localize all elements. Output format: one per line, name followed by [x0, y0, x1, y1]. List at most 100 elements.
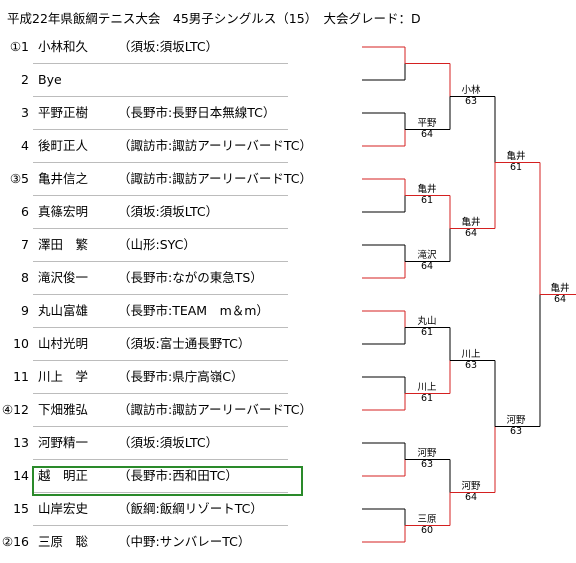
player-name: 澤田 繁 — [38, 237, 89, 252]
winner-name: 三原 — [417, 513, 437, 525]
player-club: （長野市:ながの東急TS） — [118, 270, 263, 285]
player-seed-number: 3 — [21, 105, 29, 120]
row-separator — [33, 492, 288, 493]
player-seed-number: 13 — [13, 435, 29, 450]
player-name: 三原 聡 — [38, 534, 89, 549]
row-separator — [33, 327, 288, 328]
player-club: （須坂:富士通長野TC） — [118, 336, 251, 351]
winner-name: 亀井 — [506, 150, 526, 162]
player-seed-number: ④12 — [1, 402, 29, 417]
match-score: 63 — [420, 458, 434, 470]
player-name: 小林和久 — [38, 39, 89, 54]
match-score: 61 — [420, 326, 434, 338]
row-separator — [33, 393, 288, 394]
winner-name: 亀井 — [461, 216, 481, 228]
row-separator — [33, 129, 288, 130]
row-separator — [33, 63, 288, 64]
winner-name: 平野 — [417, 117, 437, 129]
player-name: 平野正樹 — [38, 105, 89, 120]
winner-name: 小林 — [461, 84, 481, 96]
winner-name: 滝沢 — [417, 249, 437, 261]
match-score: 64 — [464, 491, 478, 503]
match-score: 61 — [509, 161, 523, 173]
final-score: 64 — [553, 293, 567, 305]
player-seed-number: ①1 — [9, 39, 29, 54]
champion-name: 亀井 — [550, 282, 570, 294]
player-club: （長野市:TEAM m＆m） — [118, 303, 269, 318]
player-seed-number: 6 — [21, 204, 29, 219]
match-score: 63 — [509, 425, 523, 437]
player-name: Bye — [38, 72, 62, 87]
row-separator — [33, 228, 288, 229]
winner-name: 川上 — [461, 348, 481, 360]
player-club: （長野市:長野日本無線TC） — [118, 105, 276, 120]
player-seed-number: 14 — [13, 468, 29, 483]
winner-name: 河野 — [461, 480, 481, 492]
winner-name: 丸山 — [417, 315, 437, 327]
player-club: （諏訪市:諏訪アーリーバードTC） — [118, 138, 312, 153]
player-club: （中野:サンバレーTC） — [118, 534, 251, 549]
player-club: （長野市:県庁高嶺C） — [118, 369, 244, 384]
match-score: 64 — [420, 128, 434, 140]
winner-name: 河野 — [506, 414, 526, 426]
player-seed-number: 9 — [21, 303, 29, 318]
player-name: 山岸宏史 — [38, 501, 89, 516]
player-seed-number: 11 — [13, 369, 29, 384]
player-name: 川上 学 — [38, 369, 89, 384]
row-separator — [33, 459, 288, 460]
player-seed-number: 10 — [13, 336, 29, 351]
player-club: （飯綱:飯綱リゾートTC） — [118, 501, 263, 516]
row-separator — [33, 96, 288, 97]
highlighted-player-box — [32, 466, 303, 496]
player-club: （山形:SYC） — [118, 237, 196, 252]
row-separator — [33, 162, 288, 163]
player-name: 後町正人 — [38, 138, 89, 153]
winner-name: 河野 — [417, 447, 437, 459]
player-name: 河野精一 — [38, 435, 89, 450]
player-seed-number: 15 — [13, 501, 29, 516]
player-seed-number: 4 — [21, 138, 29, 153]
player-name: 亀井信之 — [38, 171, 89, 186]
player-seed-number: ②16 — [1, 534, 29, 549]
player-name: 下畑雅弘 — [38, 402, 89, 417]
player-club: （諏訪市:諏訪アーリーバードTC） — [118, 402, 312, 417]
player-club: （須坂:須坂LTC） — [118, 435, 219, 450]
player-name: 山村光明 — [38, 336, 89, 351]
player-seed-number: 2 — [21, 72, 29, 87]
winner-name: 亀井 — [417, 183, 437, 195]
player-club: （諏訪市:諏訪アーリーバードTC） — [118, 171, 312, 186]
page-title: 平成22年県飯綱テニス大会 45男子シングルス（15） 大会グレード：D — [7, 11, 421, 26]
player-club: （須坂:須坂LTC） — [118, 39, 219, 54]
player-name: 越 明正 — [38, 468, 89, 483]
player-seed-number: ③5 — [9, 171, 29, 186]
player-name: 真篠宏明 — [38, 204, 89, 219]
player-club: （長野市:西和田TC） — [118, 468, 238, 483]
row-separator — [33, 261, 288, 262]
row-separator — [33, 195, 288, 196]
match-score: 64 — [420, 260, 434, 272]
match-score: 64 — [464, 227, 478, 239]
row-separator — [33, 525, 288, 526]
row-separator — [33, 360, 288, 361]
player-club: （須坂:須坂LTC） — [118, 204, 219, 219]
match-score: 63 — [464, 359, 478, 371]
player-seed-number: 7 — [21, 237, 29, 252]
match-score: 61 — [420, 194, 434, 206]
match-score: 61 — [420, 392, 434, 404]
player-name: 滝沢俊一 — [38, 270, 89, 285]
winner-name: 川上 — [417, 381, 437, 393]
match-score: 60 — [420, 524, 434, 536]
